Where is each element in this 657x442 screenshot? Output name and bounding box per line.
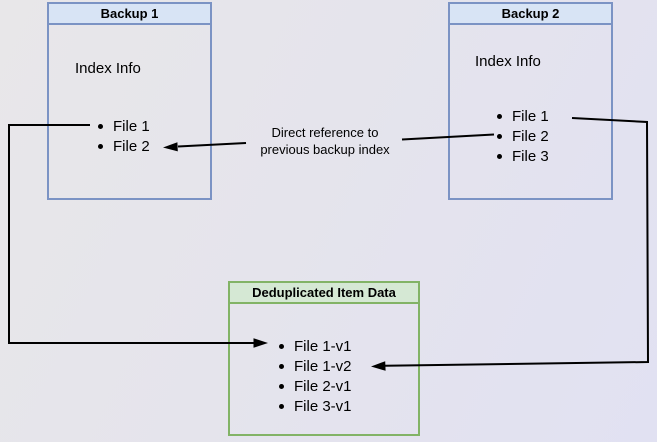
list-item: File 1 (497, 106, 549, 126)
backup1-title: Backup 1 (100, 6, 159, 21)
reference-annotation: Direct reference to previous backup inde… (235, 124, 415, 158)
file-label: File 1 (512, 107, 549, 125)
file-label: File 3-v1 (294, 397, 352, 415)
backup1-box: Backup 1 Index Info File 1 File 2 (47, 2, 212, 200)
backup1-index-info-label: Index Info (75, 60, 141, 77)
bullet-icon (279, 343, 284, 349)
backup1-header: Backup 1 (49, 4, 210, 25)
file-label: File 2-v1 (294, 377, 352, 395)
bullet-icon (279, 383, 284, 389)
list-item: File 1-v1 (279, 336, 352, 356)
backup2-index-info-label: Index Info (475, 53, 541, 70)
dedup-title: Deduplicated Item Data (252, 285, 396, 300)
file-label: File 1 (113, 117, 150, 135)
list-item: File 2 (98, 136, 150, 156)
bullet-icon (279, 403, 284, 409)
file-label: File 1-v1 (294, 337, 352, 355)
backup2-title: Backup 2 (501, 6, 560, 21)
bullet-icon (497, 113, 502, 119)
list-item: File 1-v2 (279, 356, 352, 376)
file-label: File 2 (113, 137, 150, 155)
list-item: File 2-v1 (279, 376, 352, 396)
bullet-icon (279, 363, 284, 369)
file-label: File 1-v2 (294, 357, 352, 375)
bullet-icon (497, 133, 502, 139)
dedup-box: Deduplicated Item Data File 1-v1 File 1-… (228, 281, 420, 436)
backup1-file-list: File 1 File 2 (98, 116, 150, 156)
file-label: File 3 (512, 147, 549, 165)
backup2-file-list: File 1 File 2 File 3 (497, 106, 549, 166)
list-item: File 3-v1 (279, 396, 352, 416)
bullet-icon (497, 153, 502, 159)
bullet-icon (98, 143, 103, 149)
annotation-line2: previous backup index (260, 142, 390, 157)
file-label: File 2 (512, 127, 549, 145)
backup2-header: Backup 2 (450, 4, 611, 25)
annotation-line1: Direct reference to (271, 125, 379, 140)
backup2-box: Backup 2 Index Info File 1 File 2 File 3 (448, 2, 613, 200)
bullet-icon (98, 123, 103, 129)
list-item: File 1 (98, 116, 150, 136)
dedup-file-list: File 1-v1 File 1-v2 File 2-v1 File 3-v1 (279, 336, 352, 416)
list-item: File 3 (497, 146, 549, 166)
list-item: File 2 (497, 126, 549, 146)
dedup-header: Deduplicated Item Data (230, 283, 418, 304)
